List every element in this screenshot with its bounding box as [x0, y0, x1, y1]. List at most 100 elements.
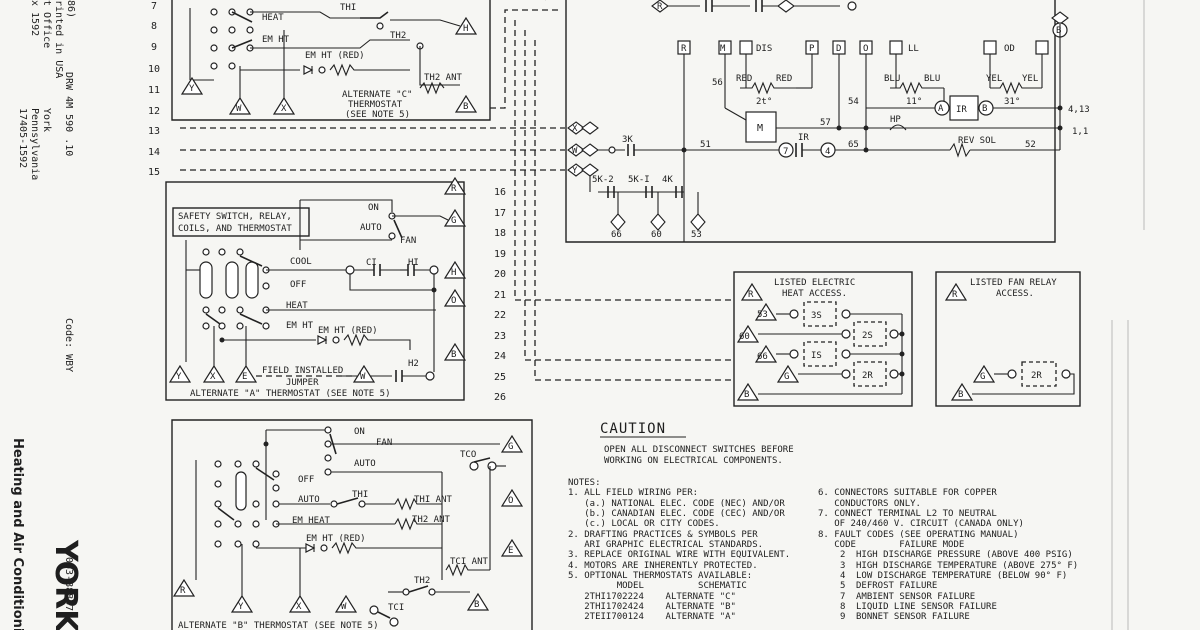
alt-c-terminal-x [272, 96, 296, 115]
alt-b-terminal-label: W [341, 602, 347, 612]
fault-mode: LOW DISCHARGE TEMPERATURE (BELOW 90° F) [856, 571, 1067, 581]
line-number: 8 [151, 21, 157, 32]
line-number: 12 [148, 106, 160, 117]
field-installed-label: FIELD INSTALLED [262, 366, 343, 376]
alt-a-auto-label: AUTO [360, 223, 382, 233]
alt-a-caption: ALTERNATE "A" THERMOSTAT (SEE NOTE 5) [190, 389, 390, 399]
safety-title-1: SAFETY SWITCH, RELAY, [178, 212, 292, 222]
relay-5k-2: 5K-2 [592, 175, 614, 185]
alt-b-caption: ALTERNATE "B" THERMOSTAT (SEE NOTE 5) [178, 621, 378, 630]
motor-m [745, 111, 777, 143]
control-terminal-row: R M DIS P D O LL OD [677, 40, 1049, 55]
alt-b-em-heat-label: EM HEAT [292, 516, 331, 526]
fault-code: 2 [840, 550, 845, 560]
connector-7: 7 [783, 147, 788, 157]
zip-code: 17405-1592 [17, 108, 28, 168]
heat-access-title-2: HEAT ACCESS. [782, 289, 847, 299]
hp-label: HP [890, 115, 901, 125]
alt-b-auto-label: AUTO [354, 459, 376, 469]
state-name: Pennsylvania [29, 108, 40, 180]
fault-code-table: 2 HIGH DISCHARGE PRESSURE (ABOVE 400 PSI… [840, 550, 1078, 622]
fault-code: 8 [840, 602, 845, 612]
resistor-1-label: RED [736, 74, 752, 84]
note-line: 7. CONNECT TERMINAL L2 TO NEUTRAL [818, 509, 997, 519]
alt-b-th1-ant-label: THI ANT [414, 495, 453, 505]
alt-a-terminal-label: W [360, 372, 366, 382]
resistor-3-label: YEL [986, 74, 1002, 84]
alt-b-tc1-label: TCI [388, 603, 404, 613]
relay-4k: 4K [662, 175, 673, 185]
alt-c-em-ht-red-label: EM HT (RED) [305, 51, 365, 61]
alt-c-terminal-label: X [281, 104, 287, 114]
ir-module [949, 95, 979, 121]
alt-b-terminal-y [230, 594, 254, 613]
heat-access-terminal: 60 [739, 332, 750, 342]
heat-access-terminal: B [744, 390, 749, 400]
fault-code: 5 [840, 581, 845, 591]
line-number: 21 [494, 290, 506, 301]
safety-title-2: COILS, AND THERMOSTAT [178, 224, 292, 234]
resistor-1-temp: 2t° [756, 97, 772, 107]
alt-b-terminal-label: O [508, 496, 513, 506]
fault-mode: DEFROST FAILURE [856, 581, 937, 591]
alt-b-terminal-label: Y [238, 602, 244, 612]
terminal-m: M [720, 44, 726, 54]
alt-a-terminal-label: H [451, 268, 456, 278]
line-number: 15 [148, 167, 160, 178]
right-edge-bleed [1111, 0, 1145, 630]
line-number: 9 [151, 42, 157, 53]
wire-4-13: 4,13 [1068, 105, 1090, 115]
alt-a-terminal-label: R [451, 184, 457, 194]
alt-b-terminal-label: B [474, 600, 479, 610]
bottom-connector-60: 60 [651, 230, 662, 240]
alt-c-th1-label: THI [340, 3, 356, 13]
line-number: 23 [494, 331, 506, 342]
resistor-3-label-2: YEL [1022, 74, 1038, 84]
alt-c-caption-3: (SEE NOTE 5) [345, 110, 410, 120]
wire-51: 51 [700, 140, 711, 150]
alt-c-terminal-label: H [463, 24, 468, 34]
alt-b-auto2-label: AUTO [298, 495, 320, 505]
note-line: (c.) LOCAL OR CITY CODES. [568, 519, 720, 529]
alt-a-terminal-b [443, 342, 467, 361]
note-line: 8. FAULT CODES (SEE OPERATING MANUAL) [818, 530, 1018, 540]
resistor-3-temp: 31° [1004, 97, 1020, 107]
note-line: 3. REPLACE ORIGINAL WIRE WITH EQUIVALENT… [568, 550, 790, 560]
x-input: X [572, 124, 578, 134]
alt-b-box [171, 419, 533, 630]
note-line: MODEL SCHEMATIC [568, 581, 747, 591]
top-r-diamond: R [657, 2, 663, 12]
relay-1s: IS [811, 351, 822, 361]
alt-a-terminal-o [443, 288, 467, 307]
line-number: 18 [494, 228, 506, 239]
alt-b-terminal-w [334, 594, 358, 613]
alt-c-th2-label: TH2 [390, 31, 406, 41]
line-numbers: 7 8 9 10 11 12 13 14 15 16 17 18 19 20 2… [148, 1, 506, 403]
fault-code: 4 [840, 571, 845, 581]
fan-relay-box [935, 271, 1081, 407]
wire-65: 65 [848, 140, 859, 150]
rev-sol-label: REV SOL [958, 136, 996, 146]
alt-a-terminal-x [202, 364, 226, 383]
alt-c-em-ht-label: EM HT [262, 35, 290, 45]
alt-a-terminal-label: O [451, 296, 456, 306]
top-b-terminal: B [1056, 26, 1061, 36]
alt-b-terminal-x [288, 594, 312, 613]
alt-a-cool-label: COOL [290, 257, 312, 267]
alt-c-terminal-w [228, 96, 252, 115]
alt-a-em-ht-red-label: EM HT (RED) [318, 326, 378, 336]
fault-mode: LIQUID LINE SENSOR FAILURE [856, 602, 997, 612]
resistor-1-label-2: RED [776, 74, 792, 84]
alt-c-terminal-h [454, 16, 478, 35]
terminal-r: R [681, 44, 687, 54]
alt-a-terminal-w [352, 364, 376, 383]
wire-56: 56 [712, 78, 723, 88]
york-logo: YORK [48, 539, 83, 630]
ir-b-terminal: B [982, 104, 987, 114]
y-input: Y [572, 166, 578, 176]
note-line: CONDUCTORS ONLY. [818, 499, 921, 509]
alt-a-h2-label: H2 [408, 359, 419, 369]
bottom-connector-53: 53 [691, 230, 702, 240]
note-line: 4. MOTORS ARE INHERENTLY PROTECTED. [568, 561, 758, 571]
note-line: 2TEII700124 ALTERNATE "A" [568, 612, 736, 622]
